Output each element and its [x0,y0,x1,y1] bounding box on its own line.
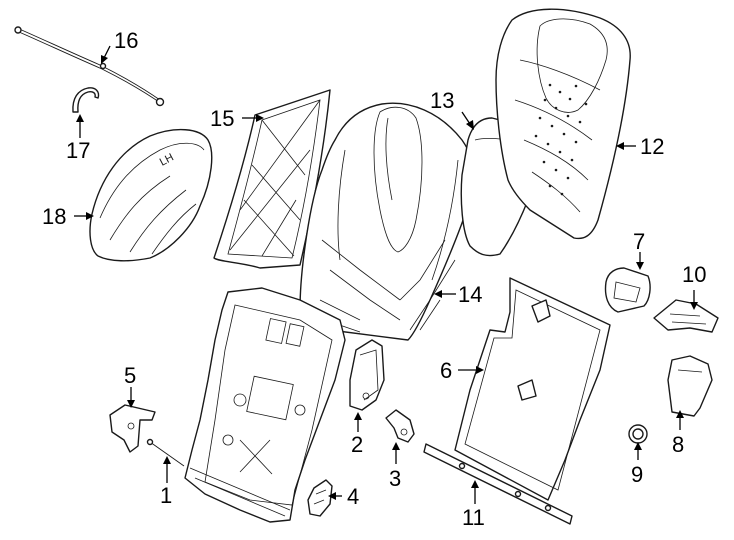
part-4-clip [307,479,333,517]
part-3-bracket [385,409,415,443]
part-10-clip [653,299,719,333]
part-18-side-bolster: LH [89,128,213,262]
callout-2: 2 [351,432,363,457]
callout-4: 4 [347,484,359,509]
callout-7: 7 [633,229,645,254]
callout-labels: 1 2 3 4 5 6 7 8 9 10 11 12 13 14 15 16 1… [42,28,706,530]
part-11-strip [423,443,573,525]
callout-1: 1 [160,483,172,508]
callout-10: 10 [682,262,706,287]
callout-3: 3 [389,466,401,491]
callout-13: 13 [430,88,454,113]
part-12-rear-panel [495,8,631,240]
perforation-dots [534,83,588,196]
callout-8: 8 [672,432,684,457]
part-1-seat-frame [146,287,346,523]
callout-12: 12 [640,134,664,159]
part-14-backrest-cover [299,102,476,341]
part-17-clip [72,87,100,113]
part-16-wire [14,26,165,107]
callout-9: 9 [631,462,643,487]
callout-6: 6 [440,358,452,383]
part-5-bracket [109,404,156,453]
callout-11: 11 [462,505,485,530]
part-9-ring [628,424,648,444]
lh-marking: LH [158,151,176,168]
callout-17: 17 [66,138,90,163]
part-6-panel [454,277,611,501]
callout-15: 15 [210,106,234,131]
callout-5: 5 [124,363,136,388]
part-8-bracket [667,355,713,417]
leader-lines [74,45,698,504]
part-7-pad [604,267,651,313]
callout-16: 16 [114,28,138,53]
part-15-side-trim [213,89,331,269]
callout-14: 14 [458,282,482,307]
part-2-bracket [349,339,385,411]
callout-18: 18 [42,204,66,229]
